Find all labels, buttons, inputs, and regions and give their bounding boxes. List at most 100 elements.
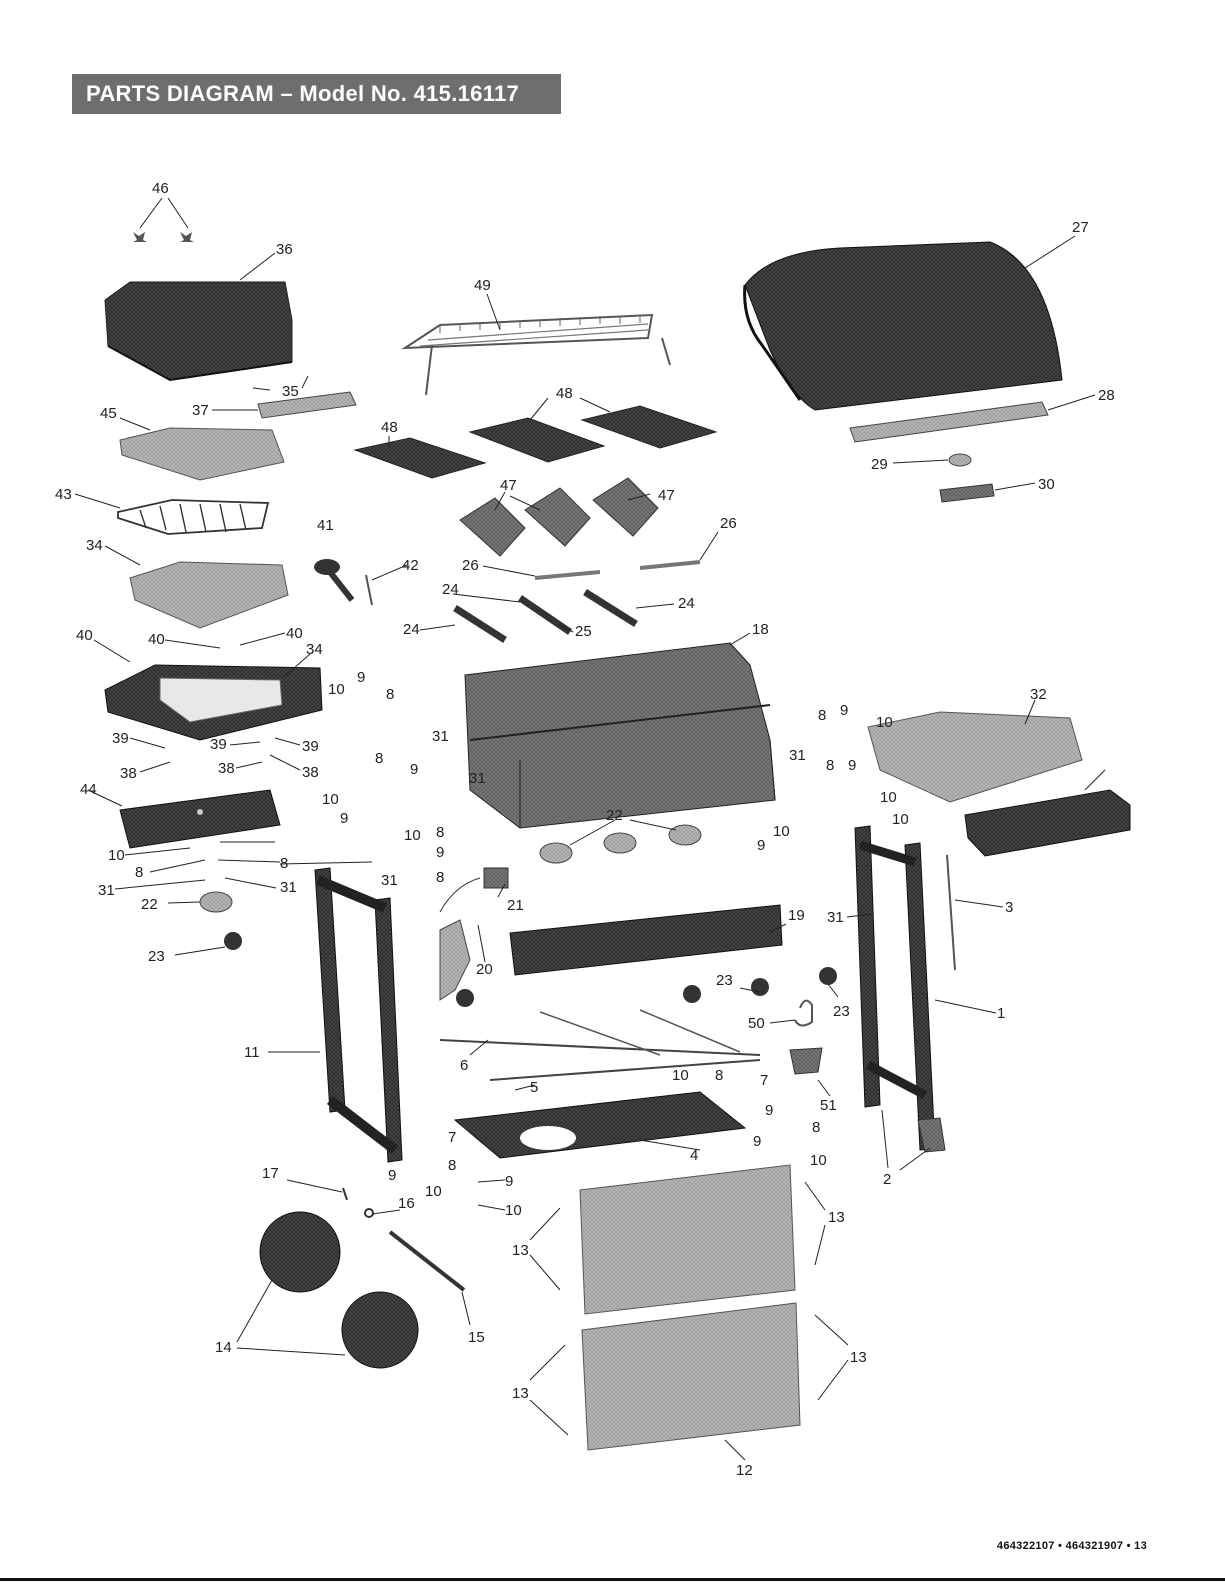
callout-38a: 38: [120, 765, 137, 782]
part-6-crossbars: [439, 1009, 761, 1081]
part-14-wheels: [259, 1211, 419, 1369]
callout-10i: 10: [672, 1067, 689, 1084]
callout-32: 32: [1030, 686, 1047, 703]
callout-8i: 8: [715, 1067, 723, 1084]
callout-15: 15: [468, 1329, 485, 1346]
callout-9a: 9: [357, 669, 365, 686]
callout-42: 42: [402, 557, 419, 574]
callout-31g: 31: [827, 909, 844, 926]
part-51-grease-cup: [789, 1047, 823, 1075]
part-41-side-burner: [314, 559, 355, 602]
part-27-grill-lid: [743, 241, 1063, 411]
callout-5: 5: [530, 1079, 538, 1096]
callout-34a: 34: [86, 537, 103, 554]
callout-10f: 10: [773, 823, 790, 840]
callout-34b: 34: [306, 641, 323, 658]
callout-23c: 23: [833, 1003, 850, 1020]
callout-labels: 46 36 49 27 35 37 45 48 48 48 28 29 30 4…: [55, 180, 1115, 1479]
callout-47a: 47: [500, 477, 517, 494]
callout-9b: 9: [840, 702, 848, 719]
callout-14: 14: [215, 1339, 232, 1356]
document-number: 464322107 • 464321907 • 13: [996, 1540, 1147, 1552]
callout-10j: 10: [425, 1183, 442, 1200]
part-33-shelf-panel: [964, 789, 1131, 857]
callout-24a: 24: [442, 581, 459, 598]
part-34-basin: [129, 561, 289, 629]
callout-31c: 31: [789, 747, 806, 764]
callout-48b: 48: [556, 385, 573, 402]
callout-9e: 9: [340, 810, 348, 827]
callout-39c: 39: [302, 738, 319, 755]
part-49-warming-rack: [401, 313, 671, 396]
callout-28: 28: [1098, 387, 1115, 404]
callout-22a: 22: [606, 807, 623, 824]
callout-36: 36: [276, 241, 293, 258]
callout-25: 25: [575, 623, 592, 640]
callout-48a: 48: [381, 419, 398, 436]
part-45-side-burner-plate: [119, 427, 285, 481]
callout-10b: 10: [876, 714, 893, 731]
part-37-side-handle: [257, 391, 357, 419]
part-32-side-shelf: [867, 711, 1083, 803]
part-48-cooking-grates: [353, 405, 718, 479]
part-24-burners: [453, 589, 638, 643]
callout-7a: 7: [760, 1072, 768, 1089]
part-4-bottom-shelf: [453, 1091, 747, 1159]
part-42-igniter: [365, 574, 373, 606]
callout-21: 21: [507, 897, 524, 914]
callout-31a: 31: [432, 728, 449, 745]
callout-13b: 13: [828, 1209, 845, 1226]
callout-40c: 40: [286, 625, 303, 642]
callout-8k: 8: [448, 1157, 456, 1174]
callout-24b: 24: [678, 595, 695, 612]
callout-10c: 10: [322, 791, 339, 808]
callout-29: 29: [871, 456, 888, 473]
callout-38b: 38: [218, 760, 235, 777]
callout-2: 2: [883, 1171, 891, 1188]
part-11-left-leg-frame: [314, 867, 403, 1163]
callout-3: 3: [1005, 899, 1013, 916]
callout-31b: 31: [469, 770, 486, 787]
bottom-rule: [0, 1578, 1225, 1581]
callout-8e: 8: [436, 824, 444, 841]
callout-23b: 23: [716, 972, 733, 989]
callout-26a: 26: [720, 515, 737, 532]
callout-16: 16: [398, 1195, 415, 1212]
callout-8g: 8: [280, 855, 288, 872]
part-28-lid-handle: [849, 401, 1049, 443]
callout-4: 4: [690, 1147, 698, 1164]
leader-lines: [74, 197, 1106, 1461]
callout-13a: 13: [512, 1242, 529, 1259]
callout-40a: 40: [76, 627, 93, 644]
part-26-tubes: [534, 560, 701, 580]
callout-10a: 10: [328, 681, 345, 698]
callout-24c: 24: [403, 621, 420, 638]
callout-10d: 10: [880, 789, 897, 806]
part-47-heat-tents: [459, 477, 659, 557]
part-20-manifold-regulator: [439, 919, 474, 1007]
part-34-frame: [104, 664, 323, 741]
callout-46: 46: [152, 180, 169, 197]
callout-40b: 40: [148, 631, 165, 648]
callout-10e: 10: [892, 811, 909, 828]
callout-31d: 31: [98, 882, 115, 899]
callout-43: 43: [55, 486, 72, 503]
callout-47b: 47: [658, 487, 675, 504]
callout-35: 35: [282, 383, 299, 400]
callout-23a: 23: [148, 948, 165, 965]
callout-9k: 9: [505, 1173, 513, 1190]
callout-31e: 31: [280, 879, 297, 896]
callout-13d: 13: [850, 1349, 867, 1366]
callout-44: 44: [80, 781, 97, 798]
part-36-side-burner-lid: [104, 281, 293, 382]
part-12-doors: [579, 1164, 801, 1451]
part-1-right-leg-frame: [854, 825, 946, 1153]
part-15-axle: [388, 1230, 466, 1292]
callout-8j: 8: [812, 1119, 820, 1136]
callout-1: 1: [997, 1005, 1005, 1022]
callout-13c: 13: [512, 1385, 529, 1402]
callout-8b: 8: [818, 707, 826, 724]
callout-9g: 9: [757, 837, 765, 854]
